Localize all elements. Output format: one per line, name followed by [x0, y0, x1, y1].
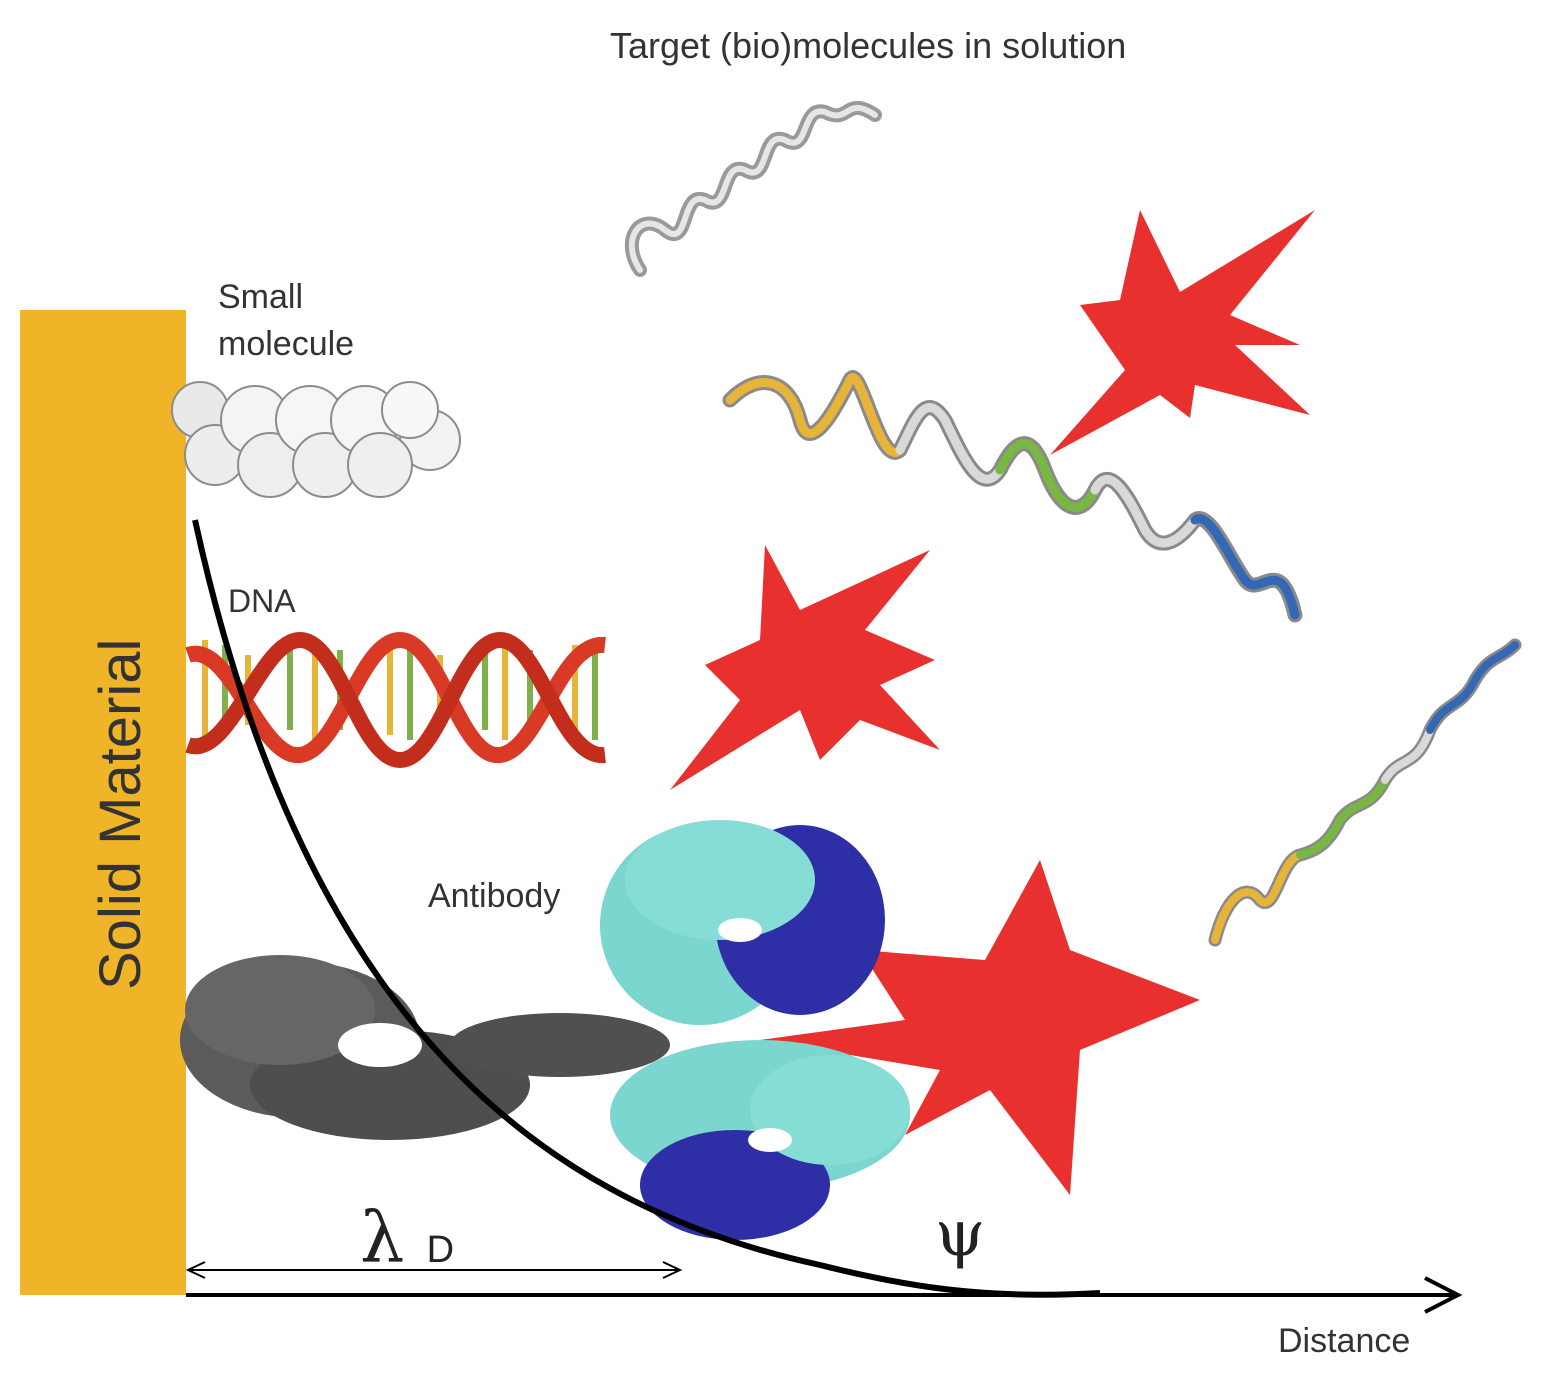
- potential-psi-symbol: ψ: [935, 1197, 985, 1271]
- small-molecule-label-line2: molecule: [218, 325, 354, 363]
- gray-helix-icon: [624, 100, 882, 277]
- debye-length-arrow: [185, 1261, 683, 1279]
- antibody-label: Antibody: [428, 877, 560, 915]
- explosion-star-icon: [1050, 210, 1315, 455]
- small-molecule-icon: [171, 381, 461, 498]
- solid-material-label: Solid Material: [88, 639, 153, 990]
- debye-length-symbol: λ D: [360, 1197, 454, 1279]
- antibody-icon: [600, 820, 910, 1240]
- colored-helix-long-icon: [722, 370, 1303, 623]
- dna-double-helix-icon: [185, 631, 606, 769]
- distance-axis: [186, 1276, 1463, 1314]
- explosion-star-icon: [670, 545, 940, 790]
- explosion-star-icon: [760, 860, 1200, 1195]
- small-molecule-label-line1: Small: [218, 278, 303, 316]
- potential-decay-curve: [192, 519, 1101, 1298]
- colored-helix-short-icon: [1208, 638, 1522, 947]
- target-molecules-title: Target (bio)molecules in solution: [610, 25, 1126, 66]
- dna-label: DNA: [228, 583, 296, 619]
- receptor-protein-icon: [180, 955, 670, 1140]
- distance-axis-label: Distance: [1278, 1322, 1410, 1360]
- debye-lambda: λ: [360, 1197, 404, 1279]
- debye-subscript: D: [427, 1229, 454, 1271]
- solid-material-slab: [20, 310, 186, 1295]
